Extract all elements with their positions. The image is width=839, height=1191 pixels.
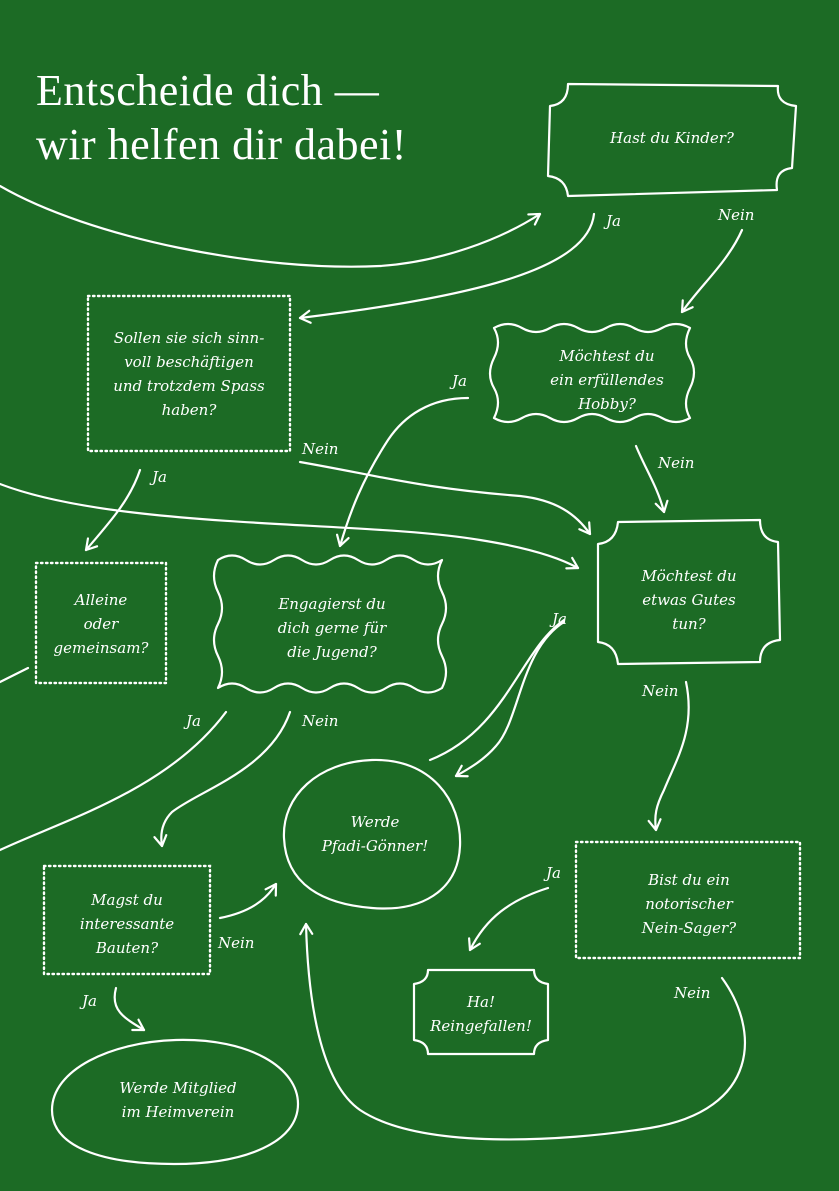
- node-sinnvoll-line: und trotzdem Spass: [113, 377, 265, 395]
- edge-label-jugend-nein: Nein: [302, 712, 339, 730]
- node-bauten-line: interessante: [79, 915, 175, 933]
- edge-long-to-left: [428, 618, 566, 762]
- page-title: Entscheide dich — wir helfen dir dabei!: [36, 64, 407, 172]
- page-title-line1: Entscheide dich —: [36, 66, 380, 115]
- node-mitglied-shape: [50, 1038, 300, 1166]
- node-sinnvoll: Sollen sie sich sinn- voll beschäftigen …: [90, 322, 288, 426]
- node-hobby-line: Hobby?: [578, 395, 636, 413]
- node-jugend-shape: [212, 554, 448, 694]
- page-title-line2: wir helfen dir dabei!: [36, 120, 407, 169]
- node-alleine-line: gemeinsam?: [53, 639, 149, 657]
- edge-label-sinnvoll-nein: Nein: [302, 440, 339, 458]
- node-bauten-line: Magst du: [91, 891, 163, 909]
- node-goenner-line: Pfadi-Gönner!: [321, 837, 429, 855]
- edge-bauten-ja: [113, 986, 146, 1032]
- node-kinder: Hast du Kinder?: [560, 110, 784, 166]
- node-neinsager: Bist du ein notorischer Nein-Sager?: [590, 864, 788, 944]
- edge-gutes-ja: [454, 620, 566, 778]
- node-neinsager-line: Nein-Sager?: [641, 919, 737, 937]
- node-hobby: Möchtest du ein erfüllendes Hobby?: [500, 340, 714, 420]
- node-mitglied: Werde Mitglied im Heimverein: [80, 1072, 276, 1128]
- node-sinnvoll-line: voll beschäftigen: [124, 353, 254, 371]
- edge-label-sinnvoll-ja: Ja: [152, 468, 167, 486]
- edge-neinsager-nein: [299, 922, 747, 1141]
- edge-hobby-nein: [634, 444, 669, 514]
- node-gutes: Möchtest du etwas Gutes tun?: [606, 560, 772, 640]
- node-gutes-line: Möchtest du: [641, 567, 737, 585]
- node-gutes-line: tun?: [672, 615, 706, 633]
- node-gutes-shape: [596, 518, 782, 666]
- node-mitglied-line: im Heimverein: [121, 1103, 235, 1121]
- node-goenner-shape: [282, 758, 462, 910]
- edge-label-neinsager-ja: Ja: [546, 864, 561, 882]
- edge-bauten-nein: [218, 882, 278, 920]
- node-hobby-line: ein erfüllendes: [550, 371, 664, 389]
- node-alleine-line: oder: [83, 615, 119, 633]
- node-goenner-line: Werde: [350, 813, 400, 831]
- node-jugend: Engagierst du dich gerne für die Jugend?: [222, 588, 442, 668]
- node-sinnvoll-line: haben?: [161, 401, 217, 419]
- node-reingefallen-shape: [412, 968, 550, 1056]
- edge-label-bauten-ja: Ja: [82, 992, 97, 1010]
- node-neinsager-shape: [574, 840, 802, 960]
- edge-label-hobby-ja: Ja: [452, 372, 467, 390]
- node-kinder-line: Hast du Kinder?: [610, 129, 734, 147]
- edge-jugend-ja: [0, 710, 228, 852]
- edge-sinnvoll-ja: [84, 468, 142, 552]
- edge-gutes-nein: [647, 680, 690, 832]
- node-neinsager-line: notorischer: [645, 895, 733, 913]
- node-alleine-line: Alleine: [74, 591, 128, 609]
- edge-label-neinsager-nein: Nein: [674, 984, 711, 1002]
- node-kinder-shape: [546, 82, 798, 198]
- node-bauten-shape: [42, 864, 212, 976]
- node-jugend-line: Engagierst du: [278, 595, 386, 613]
- edge-label-bauten-nein: Nein: [218, 934, 255, 952]
- node-alleine-shape: [34, 561, 168, 685]
- edge-alleine-out: [0, 666, 30, 684]
- edge-label-gutes-nein: Nein: [642, 682, 679, 700]
- edge-entry-to-kinder: [0, 184, 542, 268]
- node-bauten: Magst du interessante Bauten?: [46, 884, 208, 964]
- edge-label-kinder-ja: Ja: [606, 212, 621, 230]
- node-jugend-line: dich gerne für: [277, 619, 387, 637]
- edge-label-hobby-nein: Nein: [658, 454, 695, 472]
- node-hobby-line: Möchtest du: [559, 347, 655, 365]
- edge-entry-to-gutes: [0, 482, 580, 570]
- edge-label-kinder-nein: Nein: [718, 206, 755, 224]
- edge-neinsager-ja: [468, 886, 550, 952]
- edge-jugend-nein: [153, 710, 292, 848]
- node-jugend-line: die Jugend?: [287, 643, 377, 661]
- node-alleine: Alleine oder gemeinsam?: [38, 584, 164, 664]
- edge-kinder-ja: [298, 212, 596, 324]
- node-reingefallen-line: Reingefallen!: [430, 1017, 532, 1035]
- node-hobby-shape: [488, 322, 696, 424]
- edge-sinnvoll-nein: [298, 460, 592, 536]
- node-sinnvoll-shape: [86, 294, 292, 453]
- node-neinsager-line: Bist du ein: [648, 871, 730, 889]
- node-bauten-line: Bauten?: [95, 939, 159, 957]
- node-reingefallen: Ha! Reingefallen!: [420, 986, 542, 1042]
- node-mitglied-line: Werde Mitglied: [119, 1079, 237, 1097]
- node-reingefallen-line: Ha!: [466, 993, 496, 1011]
- node-gutes-line: etwas Gutes: [642, 591, 736, 609]
- node-sinnvoll-line: Sollen sie sich sinn-: [113, 329, 265, 347]
- edge-label-jugend-ja: Ja: [186, 712, 201, 730]
- node-goenner: Werde Pfadi-Gönner!: [296, 806, 454, 862]
- edge-label-gutes-ja: Ja: [552, 610, 567, 628]
- edge-hobby-ja: [335, 396, 470, 548]
- edge-kinder-nein: [680, 228, 744, 314]
